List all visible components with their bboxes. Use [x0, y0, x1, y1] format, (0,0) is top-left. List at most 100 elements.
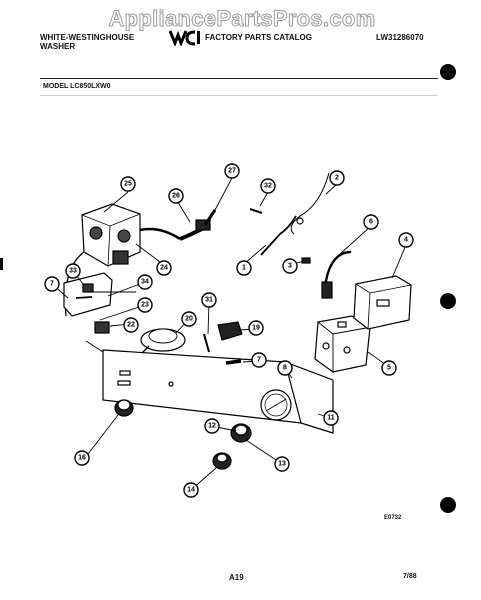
callout-34: 34 [137, 274, 153, 290]
ground-wire [260, 215, 297, 256]
watermark: AppliancePartsPros.com [108, 6, 376, 32]
wci-logo [168, 30, 200, 46]
svg-text:4: 4 [404, 237, 408, 244]
svg-text:8: 8 [283, 365, 287, 372]
timer-dial-pointer [265, 398, 287, 412]
valve-solenoid-2 [117, 229, 131, 243]
switch-22 [94, 321, 110, 334]
valve-outlet-hose [139, 227, 181, 241]
timer-terminal-1 [322, 342, 330, 350]
knob-14-face [216, 453, 228, 463]
timer-tab [337, 321, 347, 328]
callout-27: 27 [224, 163, 240, 179]
valve-coil [112, 250, 129, 265]
pressure-switch-cap [148, 328, 178, 344]
svg-text:25: 25 [124, 181, 132, 188]
svg-text:16: 16 [78, 455, 86, 462]
bracket-4-slot [376, 299, 390, 307]
callout-2: 2 [329, 170, 345, 186]
bracket-4 [353, 275, 412, 330]
model-label: MODEL LC850LXW0 [43, 83, 111, 90]
bracket-screw [75, 296, 93, 299]
timer-dial-ring [264, 393, 288, 417]
wire-2 [290, 172, 330, 235]
model-rule [40, 95, 438, 96]
callout-1: 1 [236, 260, 252, 276]
svg-text:27: 27 [228, 168, 236, 175]
water-valve-edge [107, 225, 111, 267]
binder-hole-middle [440, 293, 456, 309]
catalog-number: LW31286070 [376, 33, 424, 42]
switch-19 [217, 321, 243, 341]
callout-4: 4 [398, 232, 414, 248]
inlet-tube-27 [203, 209, 217, 226]
svg-text:7: 7 [50, 281, 54, 288]
svg-text:32: 32 [264, 183, 272, 190]
svg-text:14: 14 [187, 487, 195, 494]
callout-31: 31 [201, 292, 217, 308]
callout-26: 26 [168, 188, 184, 204]
hose-connector-26 [195, 219, 211, 231]
svg-text:19: 19 [252, 325, 260, 332]
svg-text:22: 22 [127, 322, 135, 329]
figure-code: E0732 [384, 515, 402, 521]
harness-connector [321, 281, 333, 299]
header-rule [40, 78, 438, 79]
svg-text:13: 13 [278, 461, 286, 468]
switch-lead [85, 340, 104, 353]
svg-text:26: 26 [172, 193, 180, 200]
svg-text:33: 33 [69, 268, 77, 275]
page-number: A19 [229, 573, 244, 582]
callout-20: 20 [181, 311, 197, 327]
callout-23: 23 [137, 297, 153, 313]
svg-text:6: 6 [369, 219, 373, 226]
callout-22: 22 [123, 317, 139, 333]
svg-text:5: 5 [387, 365, 391, 372]
bracket-4-edge [367, 292, 371, 330]
callout-25: 25 [120, 176, 136, 192]
print-date: 7/88 [403, 573, 417, 580]
callout-14: 14 [183, 482, 199, 498]
catalog-title: FACTORY PARTS CATALOG [205, 33, 312, 42]
control-panel [102, 349, 334, 434]
callout-8: 8 [277, 360, 293, 376]
callout-13: 13 [274, 456, 290, 472]
svg-text:20: 20 [185, 316, 193, 323]
valve-solenoid-1 [89, 226, 103, 240]
bracket-clip [82, 283, 94, 293]
svg-text:23: 23 [141, 302, 149, 309]
callout-5: 5 [381, 360, 397, 376]
callout-16: 16 [74, 450, 90, 466]
svg-text:34: 34 [141, 279, 149, 286]
timer-terminal-2 [343, 346, 351, 354]
panel-slot-1 [119, 370, 131, 376]
svg-text:24: 24 [160, 265, 168, 272]
svg-text:31: 31 [205, 297, 213, 304]
knob-16-face [117, 399, 131, 411]
svg-text:1: 1 [242, 265, 246, 272]
callout-group: 25 26 27 32 2 1 3 6 4 24 33 7 34 23 22 2… [44, 163, 414, 498]
brand-line-2: WASHER [40, 42, 76, 51]
svg-text:11: 11 [327, 415, 335, 422]
callout-12: 12 [204, 418, 220, 434]
binder-hole-top [440, 64, 456, 80]
panel-slot-2 [117, 380, 131, 386]
svg-text:3: 3 [288, 263, 292, 270]
callout-24: 24 [156, 260, 172, 276]
screw-3 [301, 257, 311, 264]
brand-line-1: WHITE-WESTINGHOUSE [40, 33, 135, 42]
callout-7-left: 7 [44, 276, 60, 292]
brand-block: WHITE-WESTINGHOUSE WASHER [40, 33, 150, 51]
edge-mark [0, 258, 3, 270]
pressure-switch-nipple [141, 345, 150, 354]
timer-dial [260, 389, 292, 421]
callout-32: 32 [260, 178, 276, 194]
svg-text:12: 12 [208, 423, 216, 430]
knob-13-face [234, 424, 248, 436]
callout-19: 19 [248, 320, 264, 336]
binder-hole-bottom [440, 497, 456, 513]
clip-31 [203, 333, 210, 353]
callout-3: 3 [282, 258, 298, 274]
